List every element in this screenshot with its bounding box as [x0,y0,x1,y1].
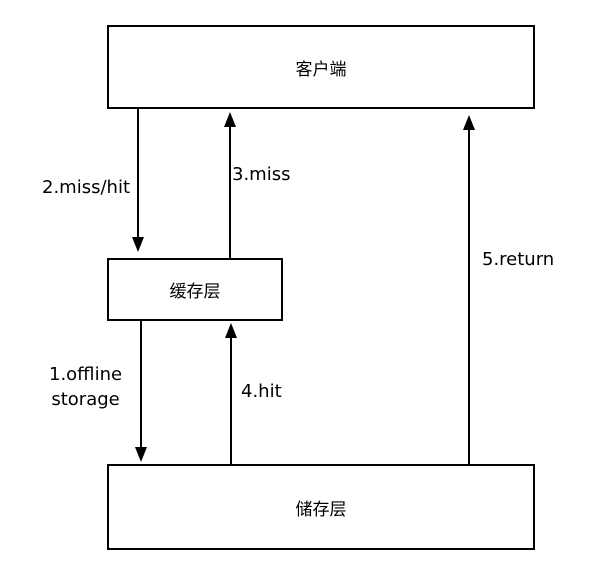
arrow-cache-to-storage [135,321,147,462]
client-node: 客户端 [107,25,535,109]
arrow-storage-to-cache [225,323,237,464]
edge-label-offline-line2: storage [51,389,120,410]
cache-node-label: 缓存层 [169,282,221,302]
cache-node: 缓存层 [107,258,283,321]
edge-label-return: 5.return [482,249,555,270]
edge-label-miss-hit: 2.miss/hit [42,177,130,198]
edge-label-offline-storage: 1.offline storage [49,362,122,412]
storage-node-label: 储存层 [295,499,347,520]
edge-label-offline-line1: 1.offline [49,364,123,385]
arrow-client-to-cache [132,109,144,252]
edge-label-miss: 3.miss [232,164,291,185]
client-node-label: 客户端 [295,59,347,80]
arrow-storage-to-client [463,115,475,464]
edge-label-hit: 4.hit [241,381,282,402]
storage-node: 储存层 [107,464,535,550]
